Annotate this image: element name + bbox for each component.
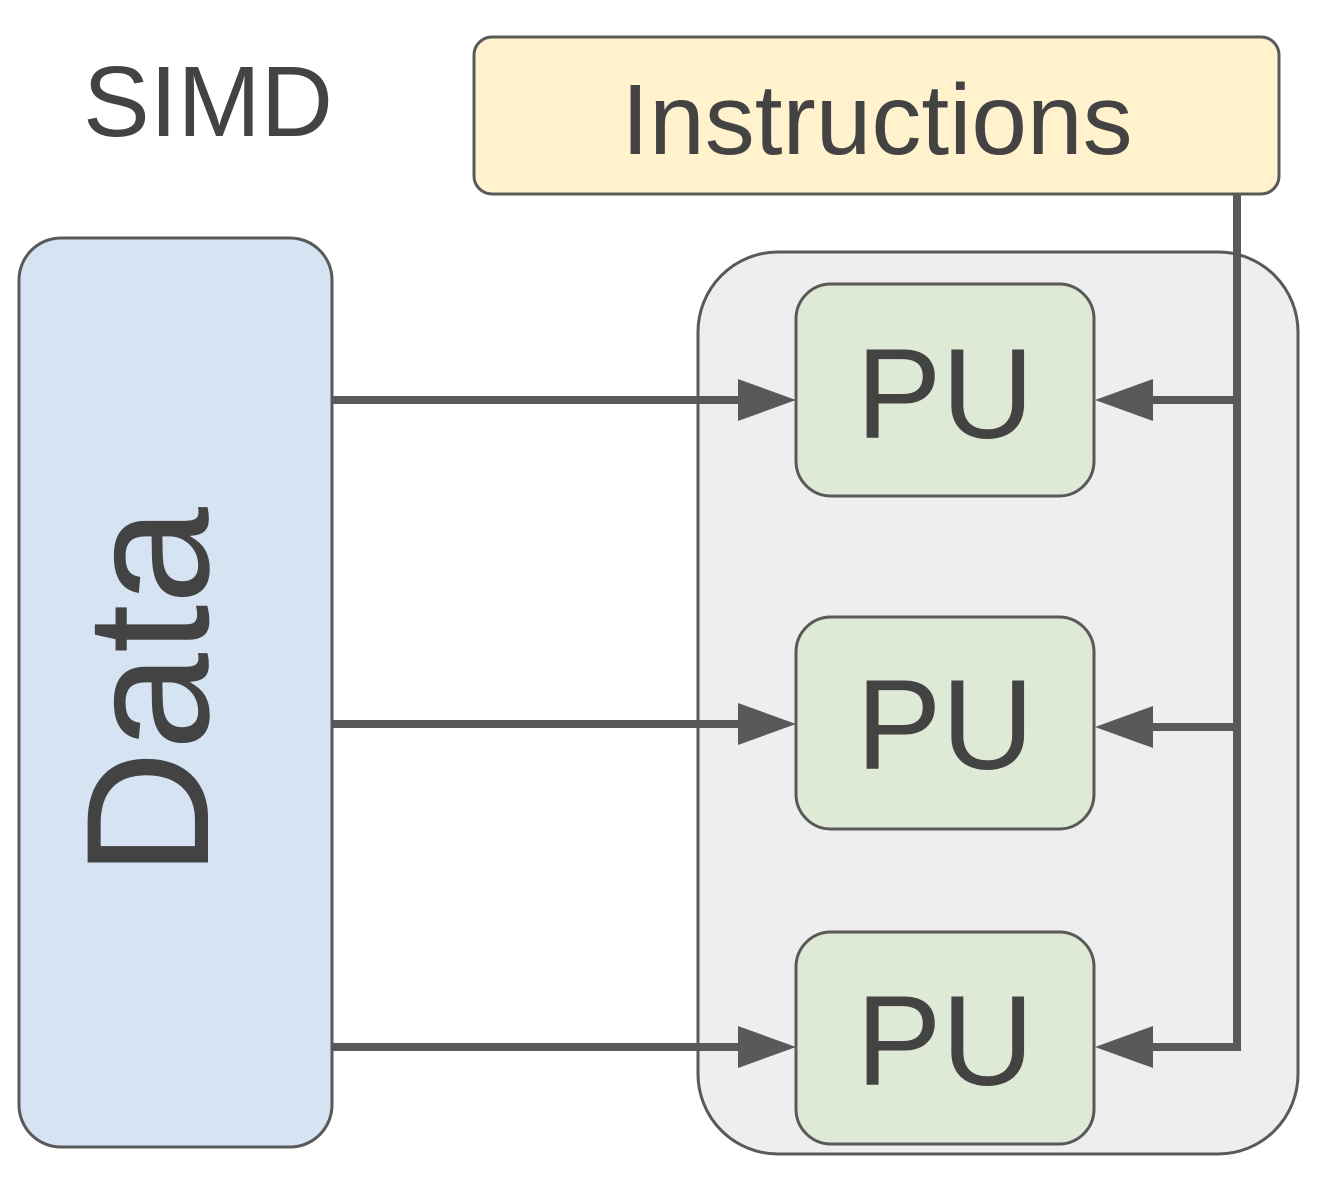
instruction-arrowhead-1 xyxy=(1095,379,1153,421)
pu-box-3 xyxy=(794,930,1096,1146)
pu-label-3: PU xyxy=(856,970,1034,1113)
instructions-box xyxy=(472,35,1281,196)
diagram-title: SIMD xyxy=(83,46,333,158)
pu-box-1 xyxy=(794,282,1096,498)
data-arrowhead-3 xyxy=(738,1026,796,1068)
data-arrowhead-1 xyxy=(738,379,796,421)
data-box xyxy=(17,236,334,1149)
data-arrowhead-2 xyxy=(738,703,796,745)
instruction-arrowhead-2 xyxy=(1095,706,1153,748)
data-label: Data xyxy=(51,507,246,877)
instruction-arrowhead-3 xyxy=(1095,1026,1153,1068)
pu-box-2 xyxy=(794,615,1096,831)
pu-label-2: PU xyxy=(856,654,1034,797)
pu-label-1: PU xyxy=(856,323,1034,466)
instructions-label: Instructions xyxy=(621,64,1132,176)
